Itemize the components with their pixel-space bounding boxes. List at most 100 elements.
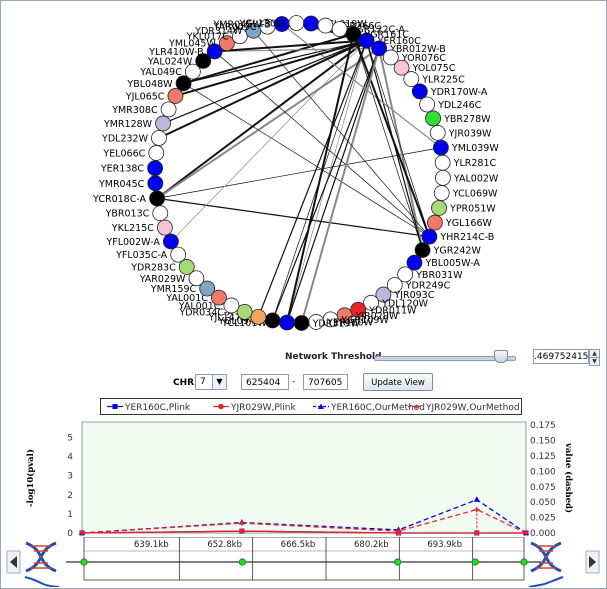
network-node[interactable]: YDR366C [317,17,381,34]
network-node[interactable]: YAL001C [165,289,227,306]
node-circle [434,154,451,171]
network-node[interactable]: YAL001C [178,297,240,314]
node-circle [264,312,281,329]
network-node[interactable]: YGR242W [414,242,481,258]
network-node[interactable]: YMR159C [150,280,216,297]
ruler-markers [80,558,528,566]
network-node[interactable]: YER160C [358,32,422,49]
ruler-box [83,537,525,581]
spin-down-icon[interactable]: ▼ [589,357,600,366]
network-node[interactable]: YBR013C [105,205,169,222]
network-node[interactable]: YOL075C [393,59,456,76]
network-node[interactable]: YGL094C [217,312,281,329]
chr-select-value: 7 [200,377,206,387]
node-label: YAL001C [178,301,221,312]
threshold-slider-thumb[interactable] [494,350,508,363]
node-circle [231,28,248,45]
threshold-input[interactable]: .469752415 [533,349,589,364]
network-node[interactable]: YKL017C [186,28,248,45]
network-node[interactable]: YDR283C [130,259,195,275]
network-node[interactable]: YCR018C-A [92,190,165,207]
data-point [473,496,480,502]
node-label: YBR278W [443,114,491,125]
network-node[interactable]: YLR281C [434,154,496,171]
node-label: YPR051W [449,203,496,214]
network-node[interactable]: YCL101W-B [221,314,295,331]
node-label: YAR029W [139,274,186,285]
network-node[interactable]: YAL002W [435,169,499,186]
network-edges [156,22,442,324]
network-node[interactable]: YLR225C [403,71,465,87]
node-circle [188,270,205,287]
node-label: YKL215C [111,223,154,234]
network-node[interactable]: YGR122C-A [331,21,405,37]
node-label: YCL069W [452,189,498,200]
network-node[interactable]: YEL066C [102,145,165,161]
node-circle [419,96,436,113]
network-node[interactable]: YDL246C [419,96,482,113]
network-node[interactable]: YAL024W [147,53,212,69]
dna-helix-icon[interactable] [528,541,564,587]
network-node[interactable]: YPR051W [431,200,497,216]
network-node[interactable]: YJL147C [208,309,267,325]
y-right-tick-label: 0.125 [530,452,556,462]
network-node[interactable]: YBR278W [425,110,492,127]
node-label: YDR034C-A [178,307,234,318]
threshold-slider[interactable] [374,356,516,361]
network-node[interactable]: YGL166W [427,214,493,231]
network-node[interactable]: YMR308C [111,101,177,118]
network-node[interactable]: YGR161C [345,26,409,43]
start-position-input[interactable]: 625404 [241,374,289,390]
chr-select[interactable]: 7 ▼ [195,374,227,390]
end-position-input[interactable]: 707605 [303,374,348,390]
node-label: YDL246C [437,100,482,111]
network-node[interactable]: YMR128W [103,115,171,132]
gene-network-graph[interactable]: YER160CYBR012W-BYOR076CYOL075CYLR225CYDR… [1,1,607,346]
network-edge [257,40,368,318]
network-node[interactable]: YLR410W-B [148,43,223,60]
network-node[interactable]: YDR249C [386,277,451,293]
network-node[interactable]: YBL048W [126,75,192,92]
network-node[interactable]: YJL065C [125,88,184,104]
network-node[interactable]: YDR319W [293,315,360,331]
network-node[interactable]: YDL120W [363,294,429,311]
node-label: YER160C [377,36,422,47]
network-edge [162,40,367,125]
network-node[interactable]: YFL035C-A [115,246,187,263]
network-node[interactable]: YOR076C [382,49,446,66]
node-label: YMR159C [150,284,197,295]
network-node[interactable]: YAL049C [139,63,201,80]
network-node[interactable]: YER138C [100,160,163,177]
node-circle [393,59,410,76]
network-node[interactable]: YBR031W [397,266,464,283]
network-node[interactable]: YDR011W [350,301,417,318]
network-node[interactable]: YMR045C [98,175,164,192]
network-node[interactable]: YML039W [433,139,499,156]
arrow-left-icon[interactable] [6,550,21,574]
network-node[interactable]: YBL005W-A [406,254,480,271]
network-node[interactable]: YJR093C [375,286,435,303]
node-label: YML039W [451,143,499,154]
network-edge [156,39,368,200]
network-node[interactable]: YML045W [168,35,235,52]
network-node[interactable]: YHR214C-B [421,228,494,245]
network-node[interactable]: YKL215C [111,219,173,236]
network-node[interactable]: YCL069W [433,185,498,201]
network-node[interactable]: YDL232W [101,130,167,146]
legend-item: YJR029W,Plink [213,403,296,413]
network-node[interactable]: YFL002W-A [105,233,179,250]
node-circle [151,130,167,146]
network-node[interactable]: YDR170W-A [411,83,488,100]
network-node[interactable]: YAR029W [139,270,205,287]
chevron-down-icon[interactable]: ▼ [212,375,226,389]
dna-helix-icon[interactable] [24,541,60,587]
arrow-right-icon[interactable] [585,550,600,574]
node-label: YER160W [326,317,374,328]
network-node[interactable]: YGL130W [238,15,305,31]
network-node[interactable]: YJR039W [429,124,492,141]
update-view-button[interactable]: Update View [363,373,433,391]
network-node[interactable]: YBR012W-B [371,40,446,57]
network-edge [170,40,367,242]
network-node[interactable]: YDR034C-A [178,303,253,320]
